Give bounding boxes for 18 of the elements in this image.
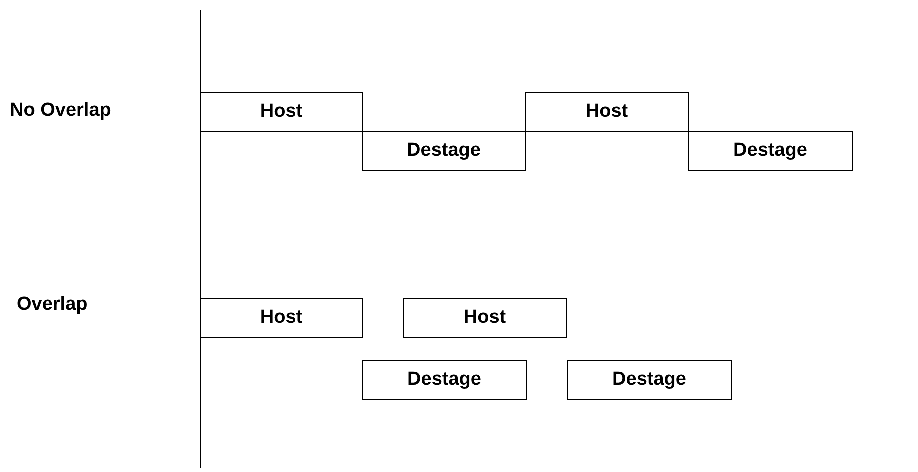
box-label: Destage xyxy=(734,140,808,162)
process-box xyxy=(200,92,363,132)
box-label: Destage xyxy=(408,369,482,391)
process-box xyxy=(403,298,567,338)
box-label: Host xyxy=(464,307,506,329)
process-box xyxy=(525,92,689,132)
process-box xyxy=(362,360,527,400)
box-label: Host xyxy=(260,307,303,329)
box-label: Host xyxy=(586,101,628,123)
process-box xyxy=(567,360,732,400)
row-label: No Overlap xyxy=(10,100,112,122)
process-box xyxy=(688,131,853,171)
row-label: Overlap xyxy=(17,294,88,316)
box-label: Host xyxy=(260,101,303,123)
box-label: Destage xyxy=(407,140,481,162)
box-label: Destage xyxy=(612,369,686,391)
process-box xyxy=(362,131,526,171)
process-box xyxy=(200,298,363,338)
